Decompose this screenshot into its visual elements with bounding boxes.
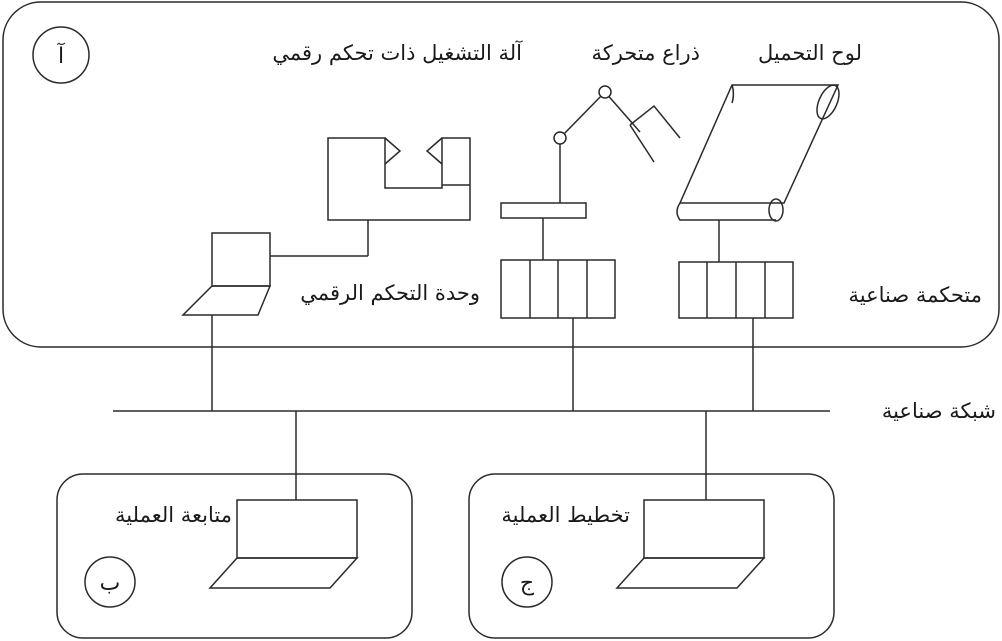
network-label: شبكة صناعية (882, 399, 996, 423)
conveyor-shape (676, 84, 840, 262)
zone-a-circle (32, 26, 90, 84)
zone-c-label: تخطيط العملية (501, 503, 630, 527)
zone-a-marker: آ (57, 42, 65, 69)
cnc-laptop (181, 232, 272, 411)
cnc-machine-label: آلة التشغيل ذات تحكم رقمي (272, 40, 523, 66)
zone-a-box (2, 1, 1000, 348)
plc-label: متحكمة صناعية (848, 283, 982, 307)
zone-b-box (56, 473, 413, 639)
robot-controller-rack (500, 259, 616, 411)
conveyor-label: لوح التحميل (758, 41, 862, 65)
cnc-machine-shape (270, 137, 471, 257)
zone-c-box (468, 473, 835, 639)
zone-c-circle (501, 556, 553, 608)
zone-b-marker: ب (100, 571, 121, 596)
planning-laptop (615, 499, 766, 589)
zone-b-circle (84, 556, 136, 608)
zone-c-marker: ج (520, 571, 535, 596)
zone-b-label: متابعة العملية (115, 503, 232, 527)
cnc-unit-label: وحدة التحكم الرقمي (300, 281, 480, 306)
plc-rack (678, 261, 794, 411)
monitoring-laptop (208, 499, 359, 589)
robot-arm-shape (500, 85, 681, 260)
robot-arm-label: ذراع متحركة (591, 41, 700, 65)
